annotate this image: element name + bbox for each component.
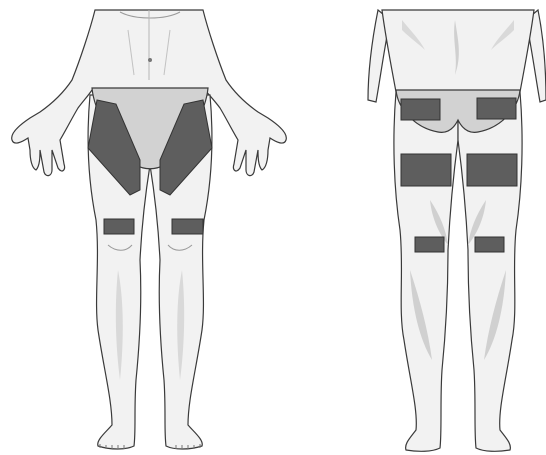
- front-right-knee-area: [172, 219, 203, 234]
- front-left-knee-area: [104, 219, 134, 234]
- back-right-buttock-area: [477, 98, 516, 119]
- back-left-leg: [394, 92, 458, 451]
- back-view: [368, 10, 546, 451]
- back-right-knee-area: [475, 237, 504, 252]
- back-right-leg: [458, 92, 522, 451]
- back-left-knee-area: [415, 237, 444, 252]
- back-left-thigh-area: [401, 154, 451, 186]
- front-view: [12, 10, 287, 449]
- back-left-buttock-area: [401, 99, 440, 120]
- back-right-thigh-area: [467, 154, 517, 186]
- navel: [148, 58, 152, 62]
